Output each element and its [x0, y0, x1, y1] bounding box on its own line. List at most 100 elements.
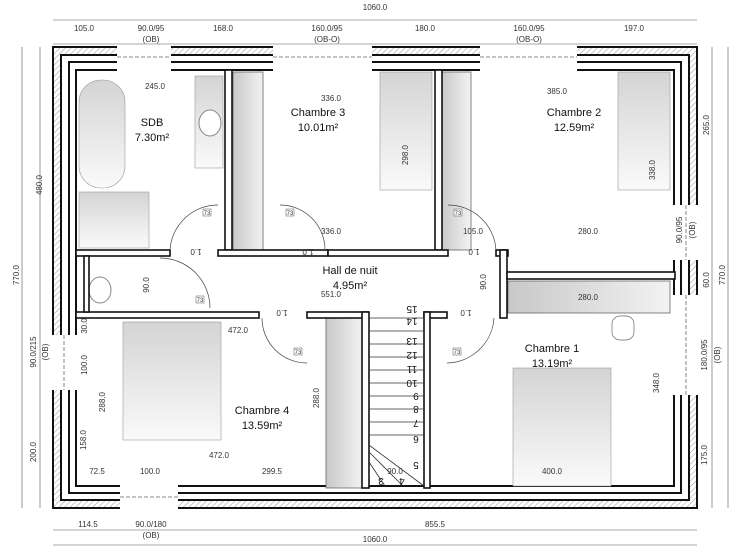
door-height-label: 1.0: [460, 308, 472, 317]
room-area-sdb: 7.30m²: [135, 132, 170, 144]
dimension-label: 160.0/95: [513, 24, 545, 33]
dimension-label: 280.0: [578, 293, 599, 302]
staircase: [368, 317, 425, 487]
dimension-label: (OB): [143, 35, 160, 44]
door-tag: 73: [454, 350, 461, 356]
dimension-label: (OB): [41, 343, 50, 360]
dimension-label: 160.0/95: [311, 24, 343, 33]
dimension-label: 90.0: [142, 277, 151, 293]
dimension-label: 298.0: [401, 144, 410, 165]
dimension-label: 265.0: [702, 114, 711, 135]
dimension-label: 105.0: [463, 227, 484, 236]
stair-step-number: 11: [406, 363, 417, 374]
stair-step-number: 9: [413, 390, 419, 401]
furniture: [78, 71, 671, 489]
door-swings: [159, 204, 635, 364]
door-height-label: 1.0: [276, 308, 288, 317]
stair-step-number: 10: [406, 377, 418, 388]
room-area-hall-de-nuit: 4.95m²: [333, 280, 368, 292]
dimension-label: (OB): [713, 346, 722, 363]
door-height-label: 1.0: [190, 247, 202, 256]
dimension-label: 336.0: [321, 227, 342, 236]
bed-chambre-2: [617, 71, 671, 191]
door-tag-box: [453, 208, 463, 217]
dimension-label: 175.0: [700, 444, 709, 465]
door-tag-box: [195, 295, 205, 304]
dimension-label: 288.0: [312, 387, 321, 408]
door-tag: 73: [197, 298, 204, 304]
dimension-label: 348.0: [652, 372, 661, 393]
dimension-label: 180.0: [415, 24, 436, 33]
wardrobe-chambre-3: [232, 71, 264, 251]
bed-chambre-1: [512, 367, 612, 487]
dimension-label: 90.0/180: [135, 520, 167, 529]
dimension-label: 200.0: [29, 441, 38, 462]
dimension-label: 1060.0: [363, 535, 388, 544]
dimension-label: (OB-O): [516, 35, 542, 44]
dimension-label: 770.0: [12, 264, 21, 285]
wardrobe-chambre-2: [440, 71, 472, 251]
dimension-label: (OB): [688, 221, 697, 238]
stair-step-number: 14: [406, 315, 418, 326]
room-name-chambre-2: Chambre 2: [547, 107, 601, 119]
dimension-label: 338.0: [648, 159, 657, 180]
door-tag-box: [285, 208, 295, 217]
room-name-sdb: SDB: [141, 117, 164, 129]
door-tag-box: [202, 208, 212, 217]
stair-winder: [368, 451, 404, 487]
dimension-label: 90.0: [387, 467, 403, 476]
bed-chambre-3: [379, 71, 433, 191]
dimension-label: (OB): [143, 531, 160, 540]
room-name-chambre-4: Chambre 4: [235, 405, 289, 417]
room-area-chambre-4: 13.59m²: [242, 420, 283, 432]
room-name-hall-de-nuit: Hall de nuit: [322, 265, 377, 277]
stair-step-number: 5: [413, 459, 419, 470]
dimension-label: 770.0: [718, 264, 727, 285]
dimension-label: 100.0: [140, 467, 161, 476]
dimension-label: 551.0: [321, 290, 342, 299]
stair-step-number: 12: [406, 349, 418, 360]
door-height-label: 1.0: [468, 247, 480, 256]
room-area-chambre-1: 13.19m²: [532, 358, 573, 370]
dimension-label: 1060.0: [363, 3, 388, 12]
door-tag-box: [452, 347, 462, 356]
dimension-label: 90.0/215: [29, 336, 38, 368]
dimension-label: (OB-O): [314, 35, 340, 44]
room-area-chambre-3: 10.01m²: [298, 122, 339, 134]
dimension-label: 472.0: [228, 326, 249, 335]
dimension-label: 90.0: [479, 274, 488, 290]
stair-step-number: 15: [406, 303, 418, 314]
stair-step-number: 6: [413, 433, 419, 444]
interior-walls: [75, 69, 676, 489]
dimension-label: 245.0: [145, 82, 166, 91]
dimension-lines: [21, 19, 729, 546]
shower: [78, 191, 150, 249]
dimension-label: 90.0/95: [138, 24, 165, 33]
bed-chambre-4: [122, 321, 222, 441]
door-tag-box: [293, 347, 303, 356]
dimension-label: 90.0/95: [675, 216, 684, 243]
dimension-label: 385.0: [547, 87, 568, 96]
stair-step-number: 7: [413, 417, 419, 428]
stair-winder: [368, 461, 386, 487]
dimension-label: 168.0: [213, 24, 234, 33]
dimension-label: 180.0/95: [700, 339, 709, 371]
dimension-label: 197.0: [624, 24, 645, 33]
dimension-label: 472.0: [209, 451, 230, 460]
dimension-label: 336.0: [321, 94, 342, 103]
dimension-label: 288.0: [98, 391, 107, 412]
dimension-label: 114.5: [78, 520, 98, 529]
door-tag: 73: [455, 211, 462, 217]
door-tag: 73: [204, 211, 211, 217]
door-tag: 73: [287, 211, 294, 217]
door-height-label: 1.0: [302, 247, 314, 256]
stair-step-number: 4: [399, 475, 405, 486]
bathtub: [78, 79, 126, 189]
dimension-label: 60.0: [702, 272, 711, 288]
dimension-label: 280.0: [578, 227, 599, 236]
wardrobe-chambre-1: [507, 280, 671, 314]
dimension-label: 30.0: [80, 318, 89, 334]
room-name-chambre-1: Chambre 1: [525, 343, 579, 355]
sink: [198, 109, 222, 137]
